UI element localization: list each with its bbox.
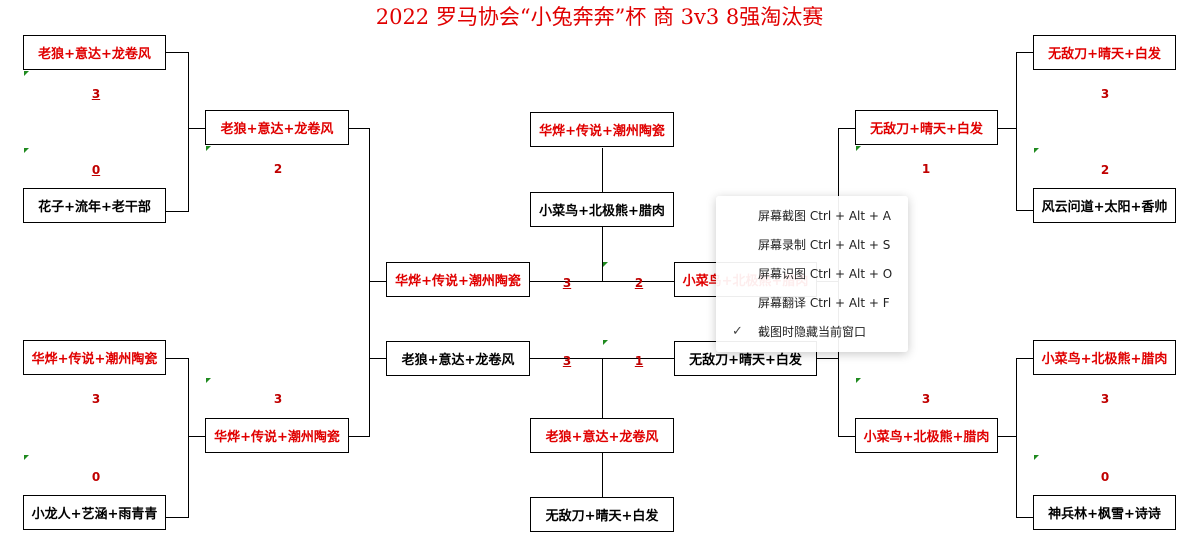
green-flag-icon — [24, 148, 29, 153]
runner-up-box: 小菜鸟+北极熊+腊肉 — [530, 192, 674, 227]
semi-left-top: 华烨+传说+潮州陶瓷 — [386, 262, 530, 297]
green-flag-icon — [24, 71, 29, 76]
green-flag-icon — [1034, 148, 1039, 153]
right-r2-top-score: 1 — [921, 162, 931, 176]
left-r1-bottom-score-winner: 3 — [91, 392, 101, 406]
final-score-right: 2 — [634, 276, 644, 290]
green-flag-icon — [206, 378, 211, 383]
right-r1-bottom-score-loser: 0 — [1100, 470, 1110, 484]
left-r1-top-score-loser: 0 — [91, 163, 101, 177]
left-r2-top-score: 2 — [273, 162, 283, 176]
menu-item-label: 截图时隐藏当前窗口 — [758, 325, 867, 339]
screenshot-context-menu: 屏幕截图 Ctrl + Alt + A 屏幕录制 Ctrl + Alt + S … — [716, 196, 908, 352]
green-flag-icon — [24, 455, 29, 460]
menu-item-label: 屏幕截图 Ctrl + Alt + A — [758, 209, 891, 223]
menu-item-label: 屏幕录制 Ctrl + Alt + S — [758, 238, 891, 252]
menu-item-label: 屏幕翻译 Ctrl + Alt + F — [758, 296, 890, 310]
right-r1-top-score-winner: 3 — [1100, 87, 1110, 101]
left-r2-bottom-score: 3 — [273, 392, 283, 406]
right-r2-top: 无敌刀+晴天+白发 — [855, 110, 998, 145]
left-r1-bottom-score-loser: 0 — [91, 470, 101, 484]
green-flag-icon — [856, 146, 861, 151]
right-r1-bottom-loser: 神兵林+枫雪+诗诗 — [1033, 495, 1176, 530]
left-r2-bottom: 华烨+传说+潮州陶瓷 — [205, 418, 349, 453]
tournament-title: 2022 罗马协会“小兔奔奔”杯 商 3v3 8强淘汰赛 — [375, 5, 824, 29]
left-r1-bottom-loser: 小龙人+艺涵+雨青青 — [23, 495, 166, 530]
right-r1-bottom-winner: 小菜鸟+北极熊+腊肉 — [1033, 340, 1176, 375]
check-icon: ✓ — [732, 324, 743, 339]
third-score-right: 1 — [634, 354, 644, 368]
right-r1-top-winner: 无敌刀+晴天+白发 — [1033, 35, 1176, 70]
left-r1-bottom-winner: 华烨+传说+潮州陶瓷 — [23, 340, 166, 375]
green-flag-icon — [1034, 455, 1039, 460]
menu-item-screen-capture[interactable]: 屏幕截图 Ctrl + Alt + A — [716, 201, 908, 230]
menu-item-hide-window[interactable]: ✓ 截图时隐藏当前窗口 — [716, 317, 908, 346]
left-r2-top: 老狼+意达+龙卷风 — [205, 110, 349, 145]
semi-right-bottom: 无敌刀+晴天+白发 — [674, 341, 817, 376]
green-flag-icon — [603, 262, 608, 267]
green-flag-icon — [603, 340, 608, 345]
left-r1-top-score-winner: 3 — [91, 87, 101, 101]
menu-item-screen-translate[interactable]: 屏幕翻译 Ctrl + Alt + F — [716, 288, 908, 317]
final-score-left: 3 — [562, 276, 572, 290]
third-place-box: 老狼+意达+龙卷风 — [530, 418, 674, 453]
right-r2-bottom: 小菜鸟+北极熊+腊肉 — [855, 418, 998, 453]
semi-left-bottom: 老狼+意达+龙卷风 — [386, 341, 530, 376]
right-r1-bottom-score-winner: 3 — [1100, 392, 1110, 406]
right-r1-top-loser: 风云问道+太阳+香帅 — [1033, 188, 1176, 223]
menu-item-screen-ocr[interactable]: 屏幕识图 Ctrl + Alt + O — [716, 259, 908, 288]
champion-box: 华烨+传说+潮州陶瓷 — [530, 112, 674, 147]
left-r1-top-loser: 花子+流年+老干部 — [23, 188, 166, 223]
menu-item-label: 屏幕识图 Ctrl + Alt + O — [758, 267, 893, 281]
right-r2-bottom-score: 3 — [921, 392, 931, 406]
third-score-left: 3 — [562, 354, 572, 368]
green-flag-icon — [856, 378, 861, 383]
green-flag-icon — [206, 146, 211, 151]
fourth-place-box: 无敌刀+晴天+白发 — [530, 497, 674, 532]
left-r1-top-winner: 老狼+意达+龙卷风 — [23, 35, 166, 70]
menu-item-screen-record[interactable]: 屏幕录制 Ctrl + Alt + S — [716, 230, 908, 259]
right-r1-top-score-loser: 2 — [1100, 163, 1110, 177]
